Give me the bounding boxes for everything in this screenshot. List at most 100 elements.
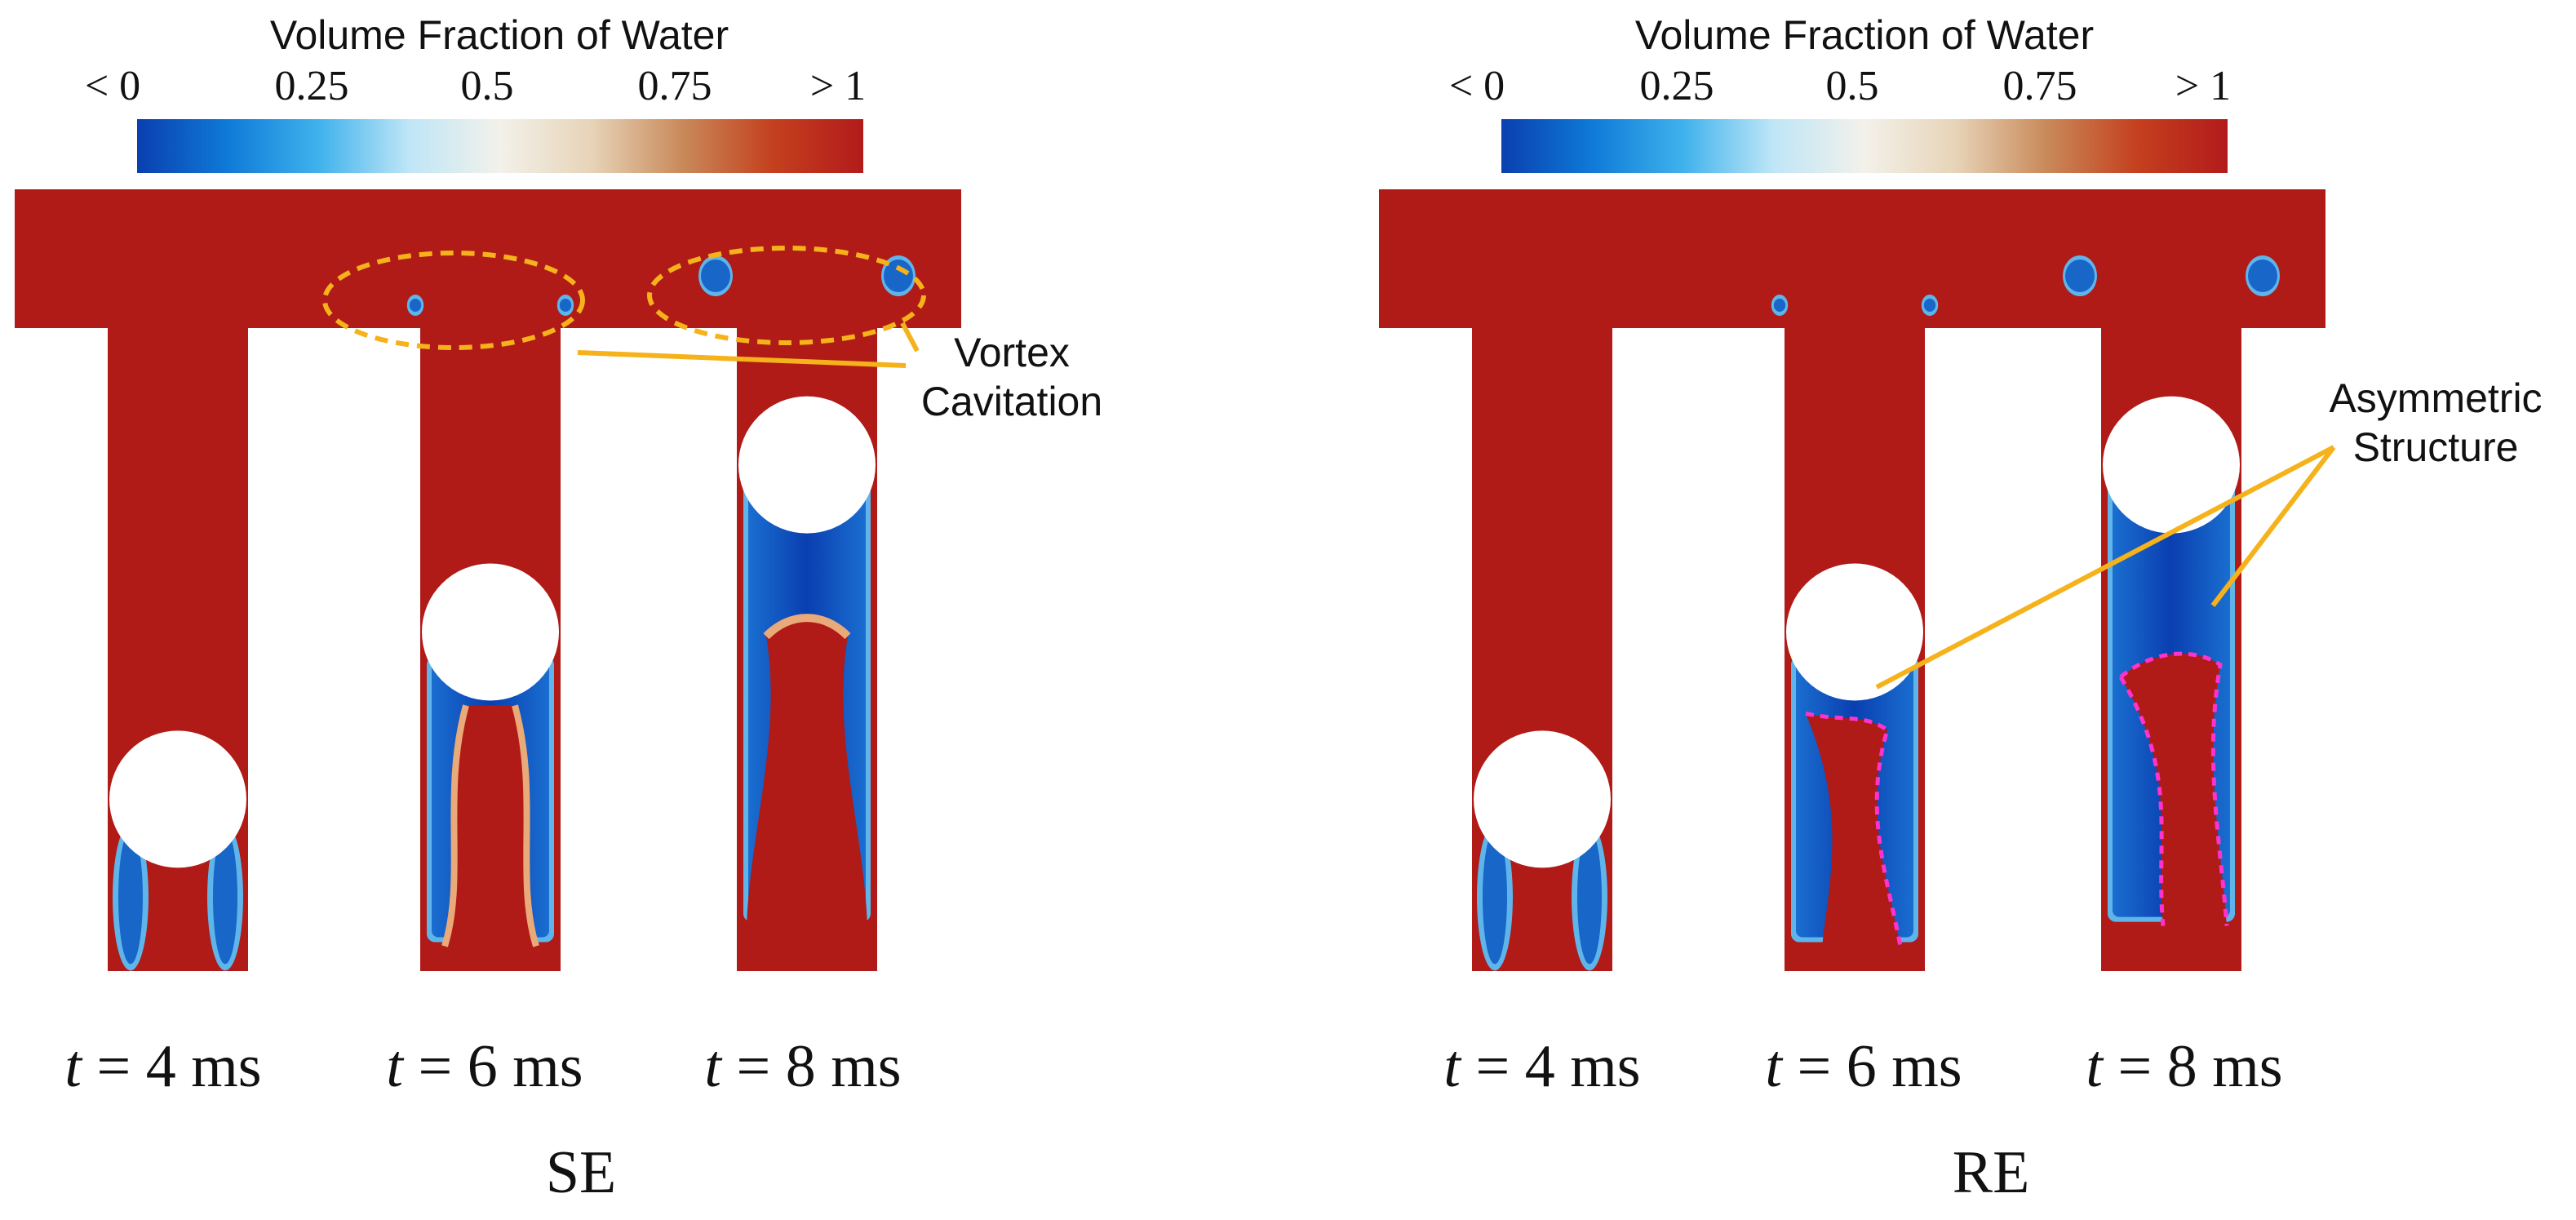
- time-value: = 4 ms: [81, 1033, 262, 1100]
- annotation-asymmetric-line1: Asymmetric: [2329, 375, 2543, 421]
- fillet-right: [1925, 317, 1936, 328]
- fillet-left: [2090, 317, 2101, 328]
- fillet-right: [2241, 317, 2253, 328]
- time-label-se-1: t = 6 ms: [386, 1032, 583, 1102]
- asymmetric-outline-2: [2118, 676, 2166, 926]
- asymmetric-outline: [2119, 651, 2229, 926]
- interface-left: [441, 704, 469, 947]
- colorbar-title-se: Volume Fraction of Water: [269, 12, 729, 58]
- colorbar-tick-se-0: < 0: [84, 63, 141, 109]
- column-re-2: [2090, 317, 2253, 971]
- water-tongue: [445, 705, 536, 947]
- vortex-cavity: [701, 260, 730, 292]
- piston-circle: [1474, 730, 1611, 868]
- column-re-0: [1461, 317, 1624, 971]
- time-symbol: t: [64, 1033, 82, 1100]
- time-symbol: t: [1765, 1033, 1782, 1100]
- fillet-left: [725, 317, 737, 328]
- vapor-region: [2108, 481, 2235, 926]
- time-label-re-1: t = 6 ms: [1765, 1032, 1962, 1102]
- piston-circle: [422, 563, 559, 701]
- piston-circle: [2103, 396, 2240, 534]
- colorbar-tick-re-4: > 1: [2175, 63, 2232, 109]
- pointer-line-1: [577, 350, 907, 368]
- time-symbol: t: [386, 1033, 403, 1100]
- column-se-1: [409, 317, 572, 971]
- annotation-vortex-line1: Vortex: [954, 330, 1070, 375]
- vortex-cavity: [1923, 299, 1936, 312]
- annotation-vortex-line2: Cavitation: [920, 379, 1103, 424]
- colorbar-tick-re-3: 0.75: [2002, 63, 2077, 109]
- vortex-cavity: [1773, 299, 1786, 312]
- vortex-cavity: [884, 260, 913, 292]
- water-tongue: [747, 618, 867, 926]
- pointer-line-4: [2210, 446, 2336, 607]
- colorbar-se: [137, 119, 863, 173]
- column-se-0: [96, 317, 259, 971]
- vapor-right: [213, 830, 237, 965]
- vortex-cavity: [2248, 260, 2277, 292]
- panel-se: [15, 119, 961, 971]
- interface-right: [512, 704, 539, 947]
- vapor-right: [1577, 830, 1602, 965]
- colorbar-tick-se-2: 0.5: [460, 63, 514, 109]
- vortex-cavity: [409, 299, 422, 312]
- colorbar-tick-re-2: 0.5: [1825, 63, 1879, 109]
- colorbar-tick-se-3: 0.75: [637, 63, 712, 109]
- vapor-region: [427, 656, 554, 947]
- header-channel: [1379, 189, 2325, 328]
- time-value: = 4 ms: [1460, 1033, 1641, 1100]
- panel-label-se: SE: [545, 1139, 617, 1206]
- pointer-line-2: [900, 322, 920, 353]
- fillet-left: [409, 317, 420, 328]
- annotation-vortex-cavitation: Vortex Cavitation: [906, 328, 1118, 426]
- fillet-left: [1461, 317, 1472, 328]
- colorbar-tick-re-0: < 0: [1448, 63, 1505, 109]
- fillet-right: [1612, 317, 1624, 328]
- colorbar-tick-re-1: 0.25: [1639, 63, 1714, 109]
- annotation-asymmetric-line2: Structure: [2352, 424, 2519, 470]
- time-symbol: t: [2086, 1033, 2103, 1100]
- vapor-region: [743, 481, 871, 926]
- time-value: = 6 ms: [402, 1033, 583, 1100]
- time-label-se-0: t = 4 ms: [64, 1032, 261, 1102]
- colorbar-tick-se-1: 0.25: [274, 63, 349, 109]
- colorbar-tick-se-4: > 1: [809, 63, 867, 109]
- vapor-left: [1483, 830, 1507, 965]
- vapor-region: [113, 823, 243, 971]
- annotation-graphics: [322, 246, 2336, 690]
- piston-circle: [109, 730, 246, 868]
- column-se-2: [725, 317, 889, 971]
- time-label-se-2: t = 8 ms: [704, 1032, 901, 1102]
- annotation-asymmetric-structure: Asymmetric Structure: [2301, 374, 2570, 472]
- panel-label-re: RE: [1952, 1139, 2030, 1206]
- vapor-region: [1477, 823, 1607, 971]
- time-label-re-2: t = 8 ms: [2086, 1032, 2282, 1102]
- vapor-region: [1791, 656, 1918, 947]
- time-value: = 8 ms: [720, 1033, 902, 1100]
- vortex-cavity: [2065, 260, 2095, 292]
- asymmetric-outline: [1805, 712, 1903, 947]
- time-symbol: t: [704, 1033, 721, 1100]
- time-label-re-0: t = 4 ms: [1443, 1032, 1640, 1102]
- header-channel: [15, 189, 961, 328]
- colorbar-re: [1501, 119, 2228, 173]
- fillet-right: [877, 317, 889, 328]
- column-re-1: [1773, 317, 1936, 971]
- colorbar-title-re: Volume Fraction of Water: [1634, 12, 2095, 58]
- vapor-left: [118, 830, 143, 965]
- fillet-left: [1773, 317, 1785, 328]
- piston-circle: [738, 396, 876, 534]
- water-tongue: [1806, 713, 1900, 947]
- vortex-cavity: [559, 299, 572, 312]
- time-value: = 8 ms: [2102, 1033, 2283, 1100]
- fillet-left: [96, 317, 108, 328]
- panel-re: [1379, 119, 2325, 971]
- piston-circle: [1786, 563, 1923, 701]
- time-symbol: t: [1443, 1033, 1461, 1100]
- time-value: = 6 ms: [1781, 1033, 1962, 1100]
- fillet-right: [248, 317, 259, 328]
- pointer-line-3: [1875, 445, 2335, 690]
